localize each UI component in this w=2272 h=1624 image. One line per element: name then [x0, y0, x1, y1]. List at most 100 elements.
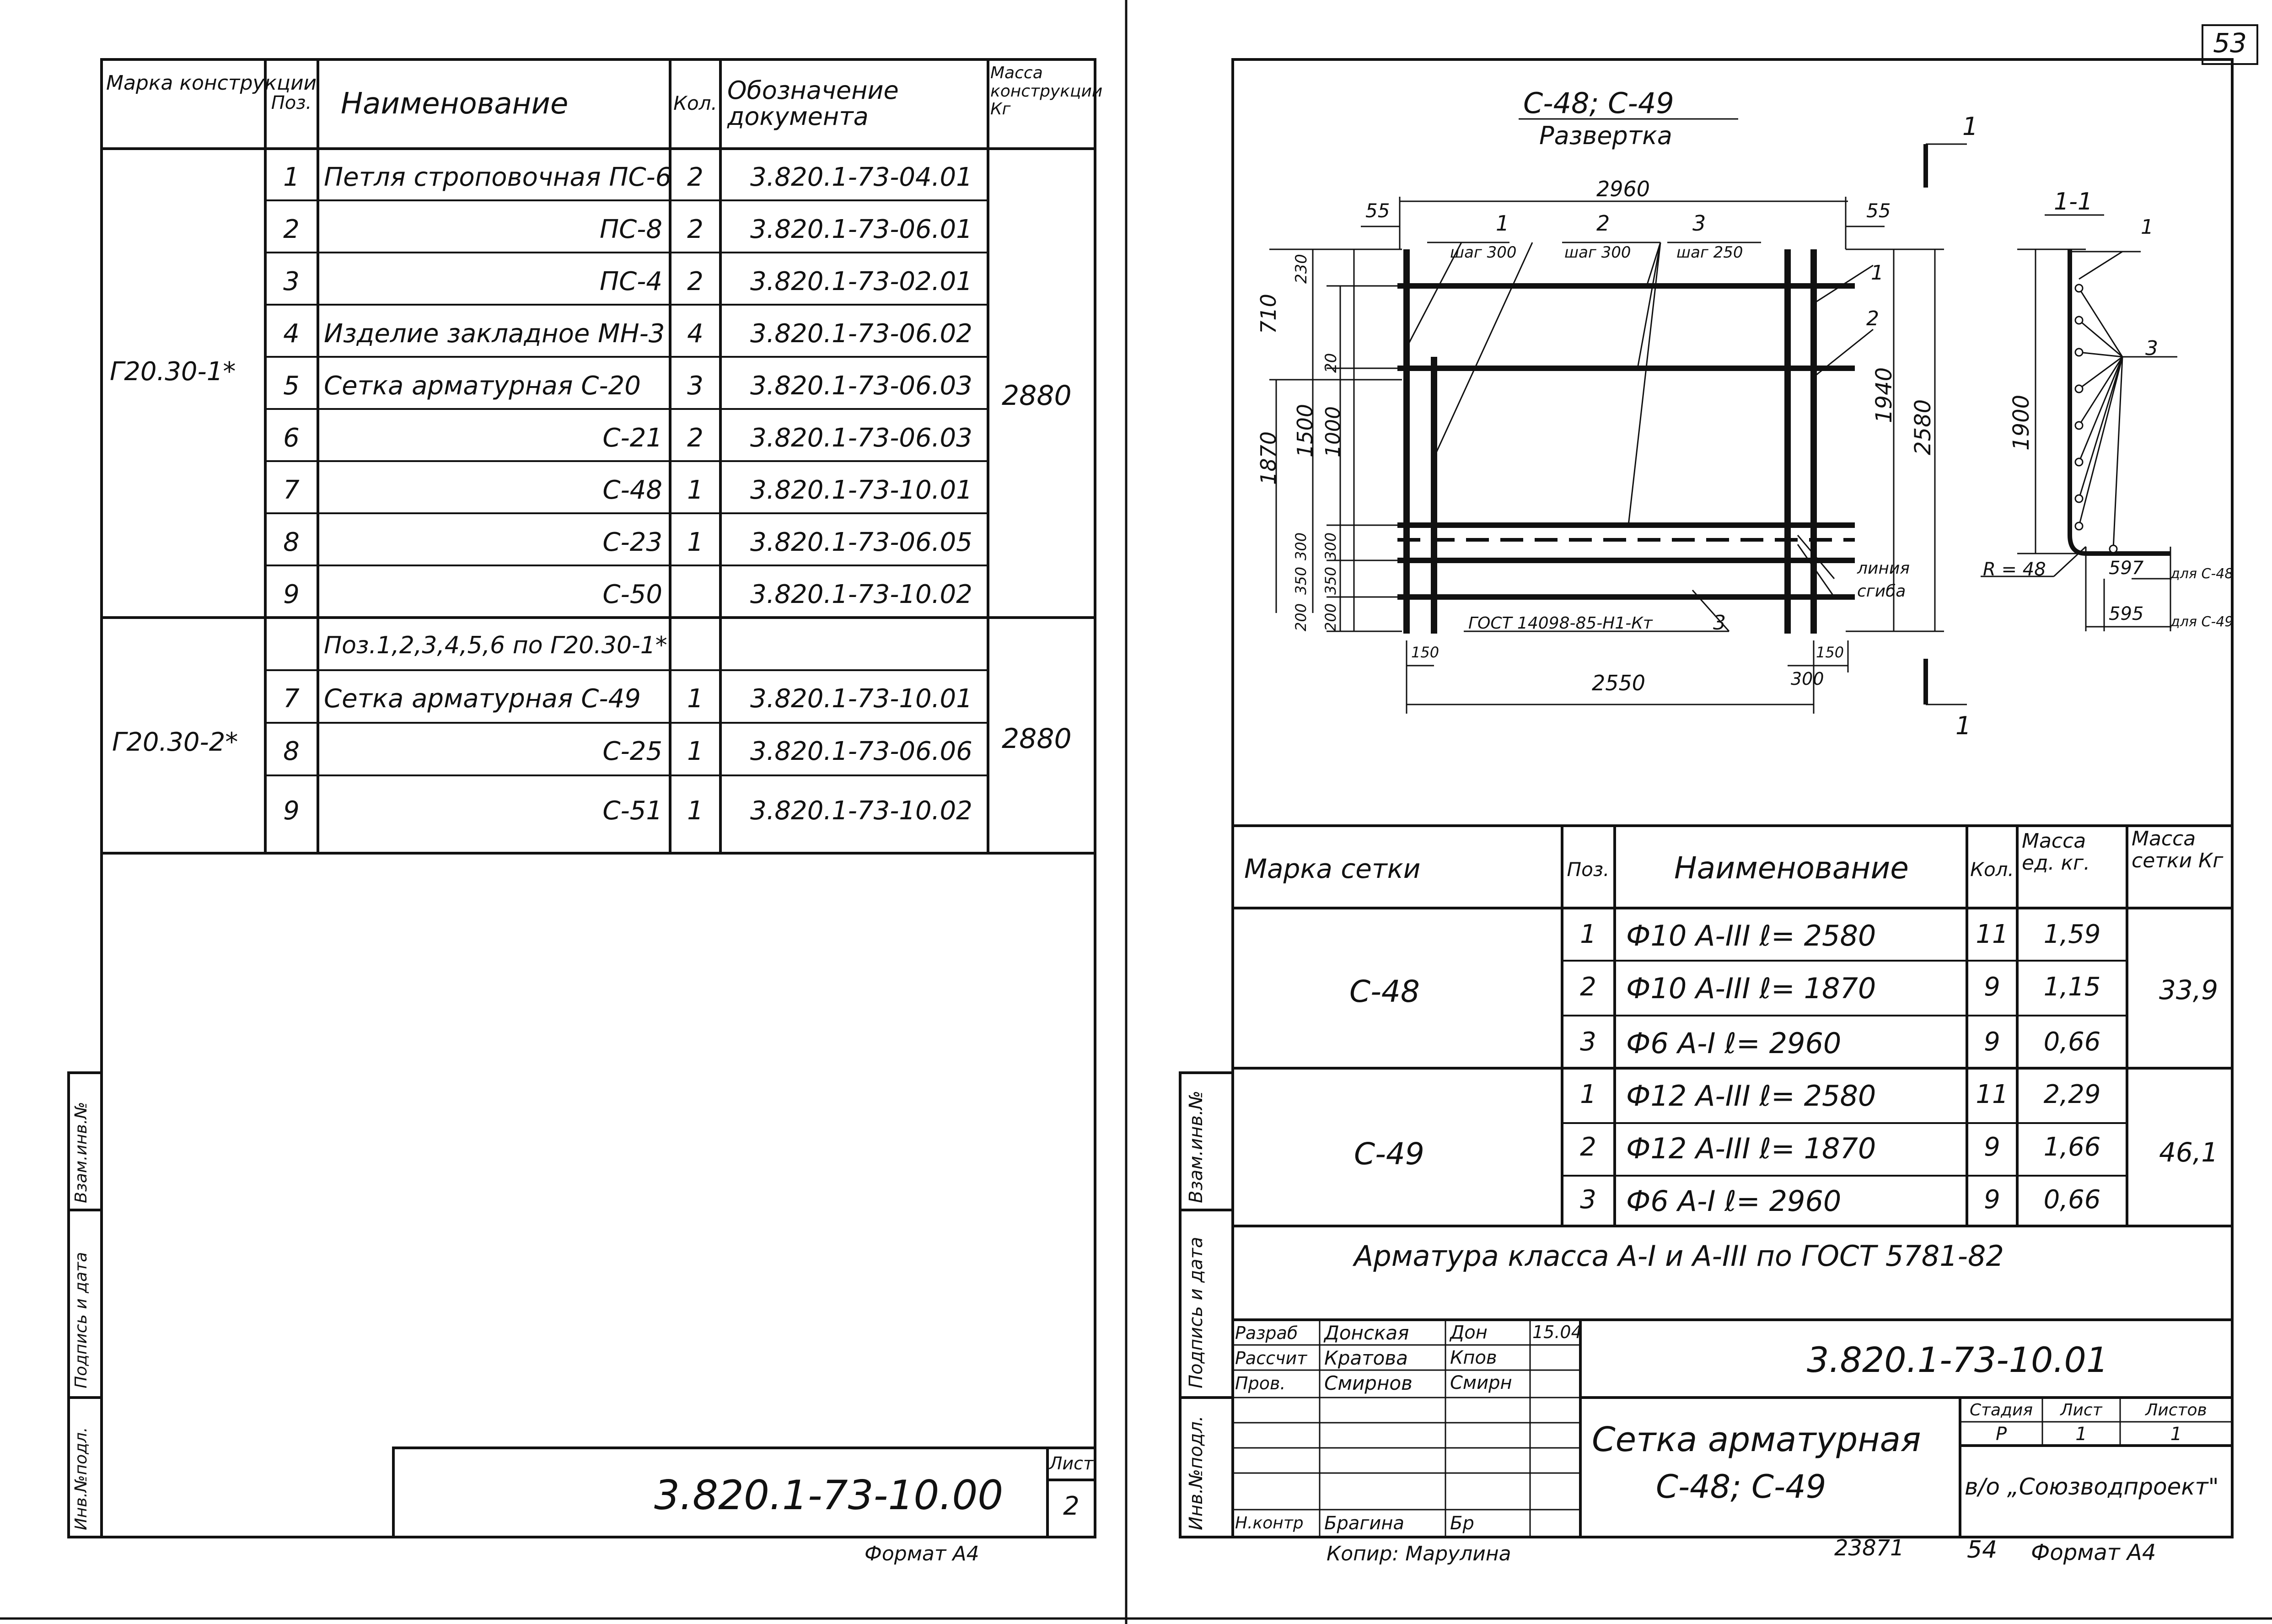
dim-1940: 1940: [1871, 367, 1897, 423]
table-row-mass: 0,66: [2043, 1185, 2101, 1215]
tb-sheets: 1: [2170, 1424, 2182, 1445]
tb-sign: Дон: [1450, 1322, 1488, 1343]
tb-date: 15.04: [1532, 1322, 1582, 1342]
stamp-podpis-right: Подпись и дата: [1186, 1237, 1207, 1388]
copier-note: Копир: Марулина: [1327, 1542, 1511, 1565]
table-row-qty: 1: [687, 475, 704, 505]
bottom-page-number: 54: [1967, 1536, 1998, 1564]
table-row-pos: 8: [283, 527, 300, 557]
gost-callout: ГОСТ 14098-85-Н1-Кт: [1468, 614, 1653, 633]
dim-230: 230: [1292, 254, 1311, 284]
table-row-pos: 2: [283, 215, 300, 244]
left-sheet-label: Лист: [1049, 1453, 1094, 1473]
group2-mass: 2880: [1002, 723, 1072, 755]
group1-mark: Г20.30-1*: [110, 357, 236, 387]
table-row-mass: 2,29: [2043, 1080, 2101, 1109]
dim-1000: 1000: [1321, 406, 1345, 457]
table-row-pos: 9: [283, 580, 300, 609]
table-row-qty: 9: [1984, 1185, 2000, 1215]
table-row-name: Сетка арматурная С-20: [324, 371, 641, 401]
tb-sheets-label: Листов: [2145, 1401, 2207, 1420]
table-row-doc: 3.820.1-73-06.03: [750, 371, 972, 401]
dim-right-offset: 55: [1866, 199, 1891, 222]
group2-note: Поз.1,2,3,4,5,6 по Г20.30-1*: [324, 632, 667, 659]
spec-mass-c49: 46,1: [2159, 1137, 2218, 1168]
table-row-name: С-25: [602, 737, 662, 766]
table-row-name: Ф12 А-III ℓ= 2580: [1626, 1079, 1876, 1113]
table-row-pos: 3: [283, 267, 300, 296]
table-row-doc: 3.820.1-73-06.03: [750, 423, 972, 453]
table-row-pos: 2: [1580, 972, 1596, 1002]
table-row-qty: 9: [1984, 1027, 2000, 1057]
table-row-pos: 2: [1580, 1132, 1596, 1162]
dim-edge-left: 150: [1411, 644, 1439, 661]
section-mark-top: 1: [1962, 112, 1978, 141]
spec-mark-c48: С-48: [1349, 974, 1420, 1009]
table-row-qty: 1: [687, 684, 704, 714]
dim-300a: 300: [1292, 532, 1310, 560]
tb-name: Кратова: [1324, 1347, 1408, 1369]
table-row-qty: 4: [687, 319, 704, 349]
tb-sign: Кпов: [1450, 1347, 1497, 1368]
table-row-name: С-48: [602, 475, 662, 505]
gost-callout-mark: 3: [1713, 611, 1726, 635]
spec-header-name: Наименование: [1674, 850, 1909, 886]
callout-step-2: шаг 300: [1564, 243, 1631, 262]
callout-3: 3: [1692, 211, 1706, 236]
table-row-qty: 1: [687, 527, 704, 557]
tb-name: Донская: [1324, 1322, 1409, 1344]
right-doc-code: 3.820.1-73-10.01: [1807, 1339, 2109, 1380]
table-row-mass: 0,66: [2043, 1027, 2101, 1057]
tb-name: Смирнов: [1324, 1372, 1413, 1394]
dim-top-width: 2960: [1596, 177, 1650, 201]
header-name: Наименование: [341, 87, 569, 121]
callout-step-1: шаг 300: [1450, 243, 1517, 262]
header-mark: Марка конструкции: [106, 71, 317, 95]
tb-role: Рассчит: [1235, 1348, 1307, 1368]
table-row-qty: 2: [687, 423, 704, 453]
callout-1: 1: [1496, 211, 1509, 236]
spec-header-pos: Поз.: [1567, 858, 1610, 881]
tb-sign: Смирн: [1450, 1372, 1512, 1393]
table-row-pos: 8: [283, 737, 300, 766]
dim-bottom-width: 2550: [1592, 671, 1646, 695]
page-number: 53: [2213, 27, 2247, 59]
dim-2580: 2580: [1910, 399, 1936, 455]
table-row-name: Ф12 А-III ℓ= 1870: [1626, 1132, 1876, 1165]
table-row-pos: 4: [283, 319, 300, 349]
table-row-pos: 1: [283, 162, 300, 192]
table-row-pos: 1: [1580, 1080, 1596, 1109]
table-row-name: ПС-4: [599, 267, 662, 296]
dim-710: 710: [1256, 294, 1281, 334]
table-row-name: Петля строповочная ПС-6: [324, 162, 672, 192]
table-row-doc: 3.820.1-73-10.02: [750, 796, 972, 826]
section-callout-3: 3: [2145, 337, 2158, 360]
tb-role: Пров.: [1235, 1373, 1286, 1393]
tb-name: Брагина: [1324, 1513, 1405, 1534]
spec-mark-c49: С-49: [1354, 1136, 1424, 1172]
drawing-subtitle: Развертка: [1539, 121, 1672, 150]
dim-300b: 300: [1322, 532, 1339, 560]
table-row-name: Изделие закладное МН-3: [324, 319, 665, 349]
tb-title-line2: С-48; С-49: [1656, 1468, 1826, 1506]
dim-597: 597: [2109, 558, 2144, 579]
table-row-name: Ф10 А-III ℓ= 1870: [1626, 972, 1876, 1005]
callout-step-3: шаг 250: [1676, 243, 1743, 262]
dim-20: 20: [1322, 353, 1340, 373]
table-row-qty: 9: [1984, 1132, 2000, 1162]
table-row-doc: 3.820.1-73-10.01: [750, 475, 972, 505]
bend-line-label: линия: [1857, 559, 1910, 578]
dim-radius: R = 48: [1983, 559, 2046, 580]
tb-organization: в/о „Союзводпроект": [1965, 1473, 2219, 1500]
table-row-doc: 3.820.1-73-10.02: [750, 580, 972, 609]
table-row-doc: 3.820.1-73-06.01: [750, 215, 972, 244]
callout-bar-2: 2: [1866, 307, 1879, 330]
tb-stage-label: Стадия: [1969, 1401, 2033, 1420]
stamp-inv-podl-right: Инв.№подл.: [1186, 1415, 1207, 1530]
header-mass: Масса конструкции Кг: [990, 64, 1103, 119]
header-pos: Поз.: [271, 92, 312, 113]
table-row-qty: 3: [687, 371, 704, 401]
dim-200a: 200: [1292, 603, 1310, 631]
dim-200b: 200: [1322, 603, 1339, 631]
dim-left-offset: 55: [1365, 199, 1390, 222]
